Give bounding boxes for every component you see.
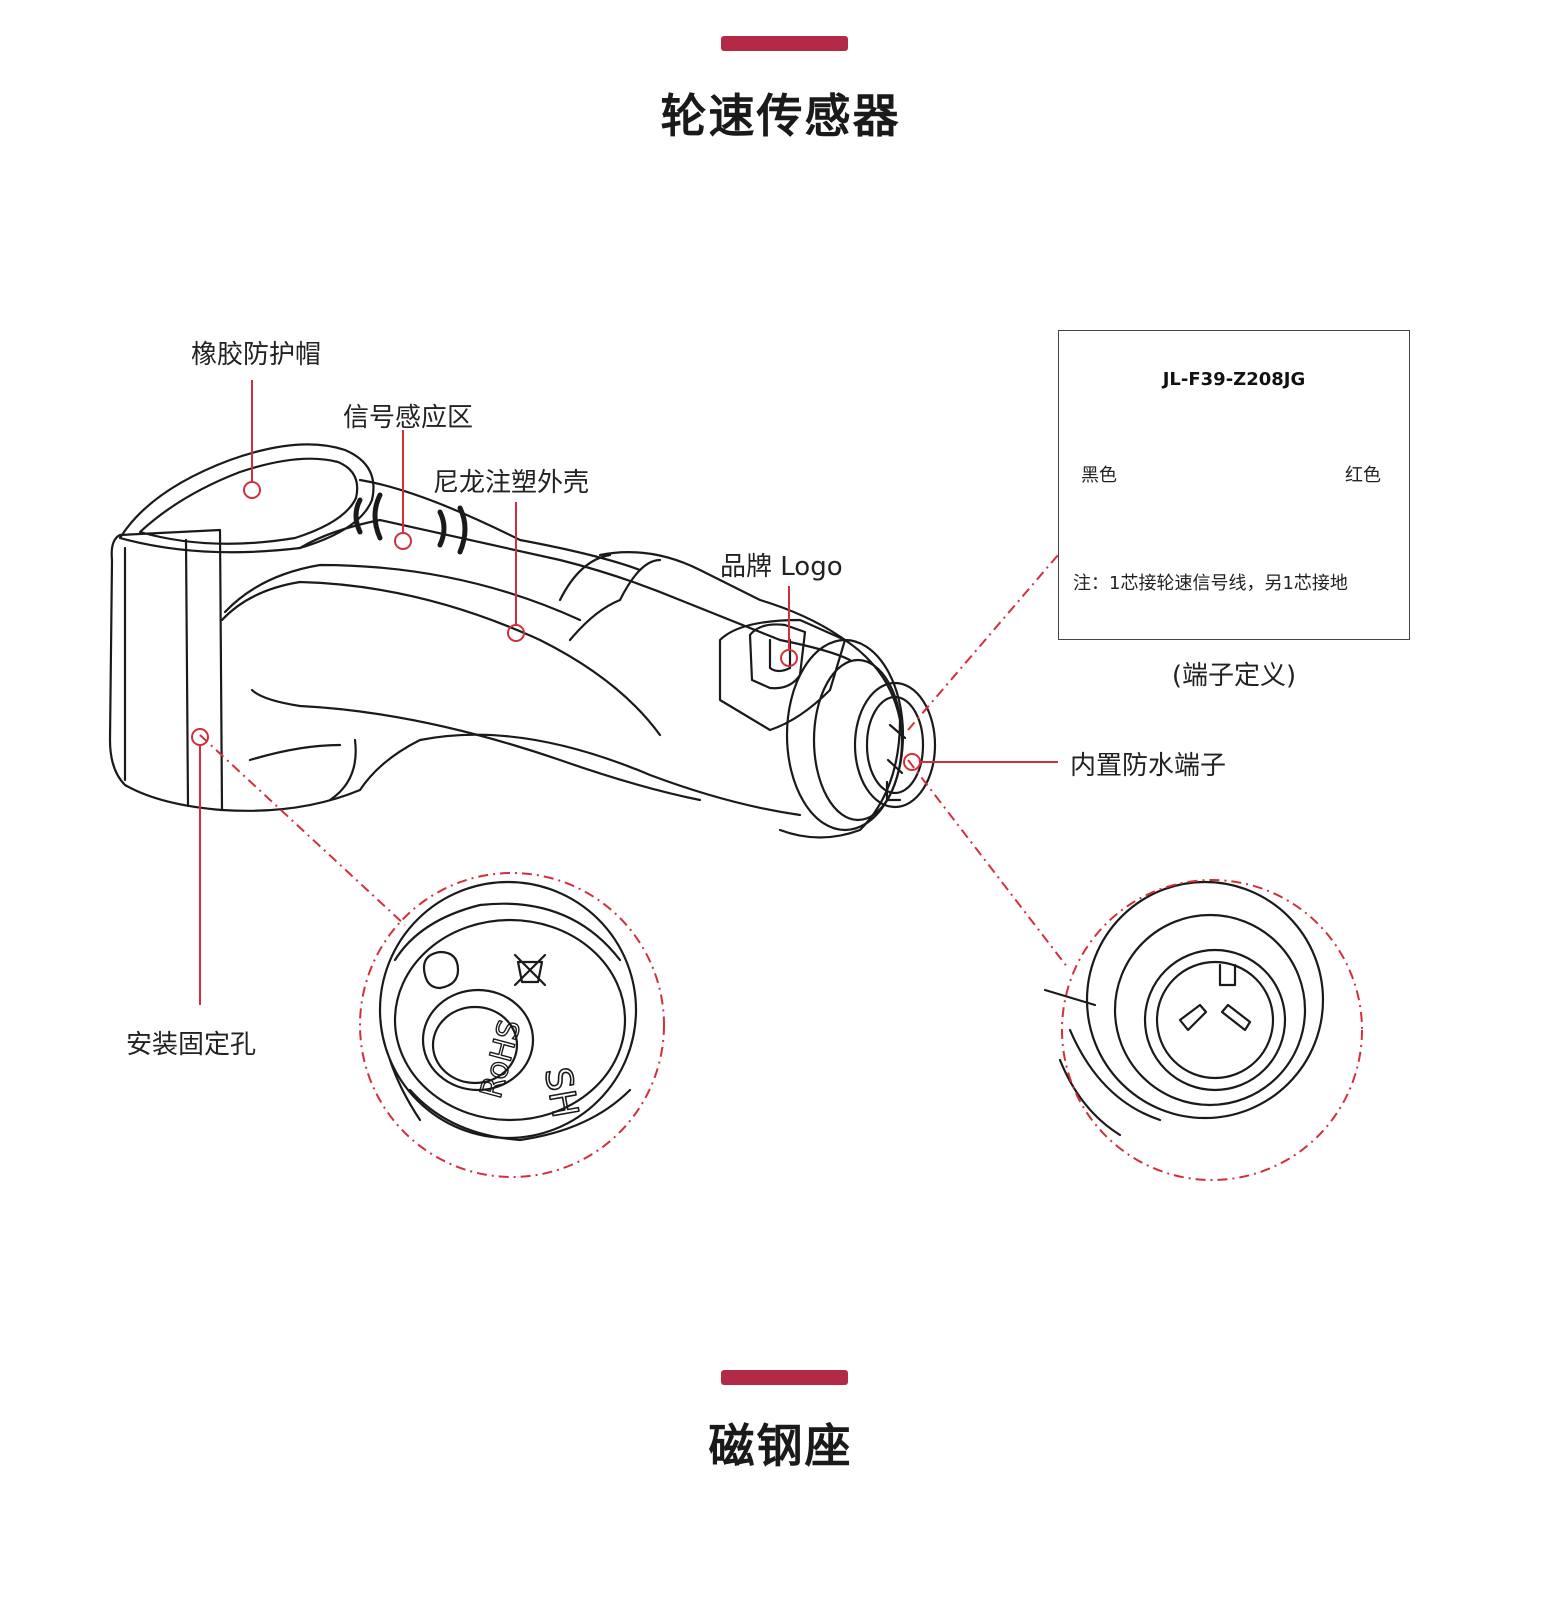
terminal-left-wire-label: 黑色 — [1081, 465, 1117, 486]
detail1-circle — [359, 872, 665, 1178]
detail2-outer-arc — [1068, 1028, 1162, 1122]
connector-key — [885, 780, 902, 802]
detail1-leader — [199, 734, 406, 926]
label-rubber-cap: 橡胶防护帽 — [191, 340, 322, 370]
connector-pin-2 — [886, 758, 904, 775]
terminal-right-wire-label: 红色 — [1345, 465, 1381, 486]
body-segment-line-1 — [558, 553, 612, 602]
detail1-hole-inner — [431, 1005, 519, 1085]
detail2-pin-right — [1220, 1003, 1252, 1032]
label-waterproof-terminal: 内置防水端子 — [1070, 751, 1227, 781]
detail2-key — [1218, 963, 1237, 987]
callout-dot-brand-logo — [780, 649, 798, 667]
detail1-rim-inner — [393, 918, 627, 1122]
callout-dot-signal-zone — [394, 532, 412, 550]
detail1-ring-edge — [393, 902, 622, 962]
detail2-side-line — [1043, 988, 1097, 1007]
sensor-arm-sweep — [220, 580, 662, 737]
logo-glyph — [768, 638, 792, 673]
callout-dot-terminal — [903, 753, 921, 771]
sensor-arm-top — [358, 478, 642, 572]
label-brand-logo: 品牌 Logo — [720, 552, 843, 582]
detail1-lower-arc — [408, 1088, 632, 1142]
signal-wave-3 — [437, 509, 447, 548]
sensor-arm-sweep-2 — [223, 563, 582, 622]
red-callouts — [191, 380, 1058, 1005]
connector-barrel — [598, 551, 902, 839]
connector-face-inner — [865, 695, 925, 795]
terminal-model: JL-F39-Z208JG — [1162, 369, 1306, 390]
terminal-box-leader — [907, 554, 1059, 731]
label-nylon-shell: 尼龙注塑外壳 — [433, 468, 590, 498]
detail-callouts — [199, 554, 1363, 1181]
section-accent-bar-2 — [721, 1370, 848, 1385]
detail2-circle — [1061, 879, 1363, 1181]
section-accent-bar — [721, 36, 848, 51]
terminal-detail — [1043, 880, 1325, 1137]
connector-face-outer — [853, 681, 937, 809]
rubber-cap-inner — [138, 457, 359, 545]
terminal-caption: (端子定义) — [1171, 661, 1297, 691]
sensor-neck-ring — [328, 738, 357, 802]
detail2-rim-1 — [1085, 880, 1325, 1120]
sensor-arm-bottom-shade — [248, 743, 342, 762]
detail1-bin-symbol — [513, 953, 547, 987]
terminal-definition-box: JL-F39-Z208JG 黑色 红色 注：1芯接轮速信号线，另1芯接地 — [1058, 330, 1410, 640]
section-title-magnet-seat: 磁钢座 — [708, 1419, 853, 1473]
detail2-rim-2 — [1113, 913, 1307, 1107]
detail1-hole-outer — [421, 988, 535, 1092]
callout-dot-mounting-hole — [191, 728, 209, 746]
sensor-head-edge — [184, 538, 190, 808]
detail1-mark-sh: SH — [536, 1064, 585, 1120]
callout-dot-nylon-shell — [507, 624, 525, 642]
section-title-wheel-speed-sensor: 轮速传感器 — [660, 89, 901, 143]
signal-wave-2 — [372, 492, 383, 541]
detail2-leader — [907, 759, 1069, 969]
terminal-note: 注：1芯接轮速信号线，另1芯接地 — [1073, 573, 1348, 594]
detail2-face-outer — [1143, 948, 1287, 1092]
detail1-mark-rohs: RoHS — [474, 1016, 528, 1102]
sensor-arm-upper — [298, 518, 852, 662]
label-mounting-hole: 安装固定孔 — [126, 1030, 257, 1060]
callout-dot-rubber-cap — [243, 481, 261, 499]
connector-pin-1 — [888, 723, 907, 740]
detail1-glyph-q — [422, 950, 460, 990]
connector-ring-mid — [812, 658, 904, 822]
detail2-outer-arc-2 — [1058, 1058, 1122, 1137]
label-signal-zone: 信号感应区 — [343, 403, 474, 433]
signal-wave-1 — [353, 497, 363, 535]
connector-flat — [718, 618, 847, 732]
signal-wave-4 — [457, 505, 468, 555]
rubber-cap — [118, 443, 375, 554]
sensor-arm-lower — [220, 733, 802, 817]
mounting-hole-detail: SH RoHS — [378, 880, 638, 1142]
detail1-slash — [388, 1058, 422, 1122]
sensor-arm-lower-2 — [250, 688, 702, 802]
sensor-head-body — [108, 528, 224, 812]
detail2-face-inner — [1155, 960, 1275, 1080]
body-segment-line-2 — [568, 558, 662, 642]
detail2-pin-left — [1178, 1003, 1208, 1032]
